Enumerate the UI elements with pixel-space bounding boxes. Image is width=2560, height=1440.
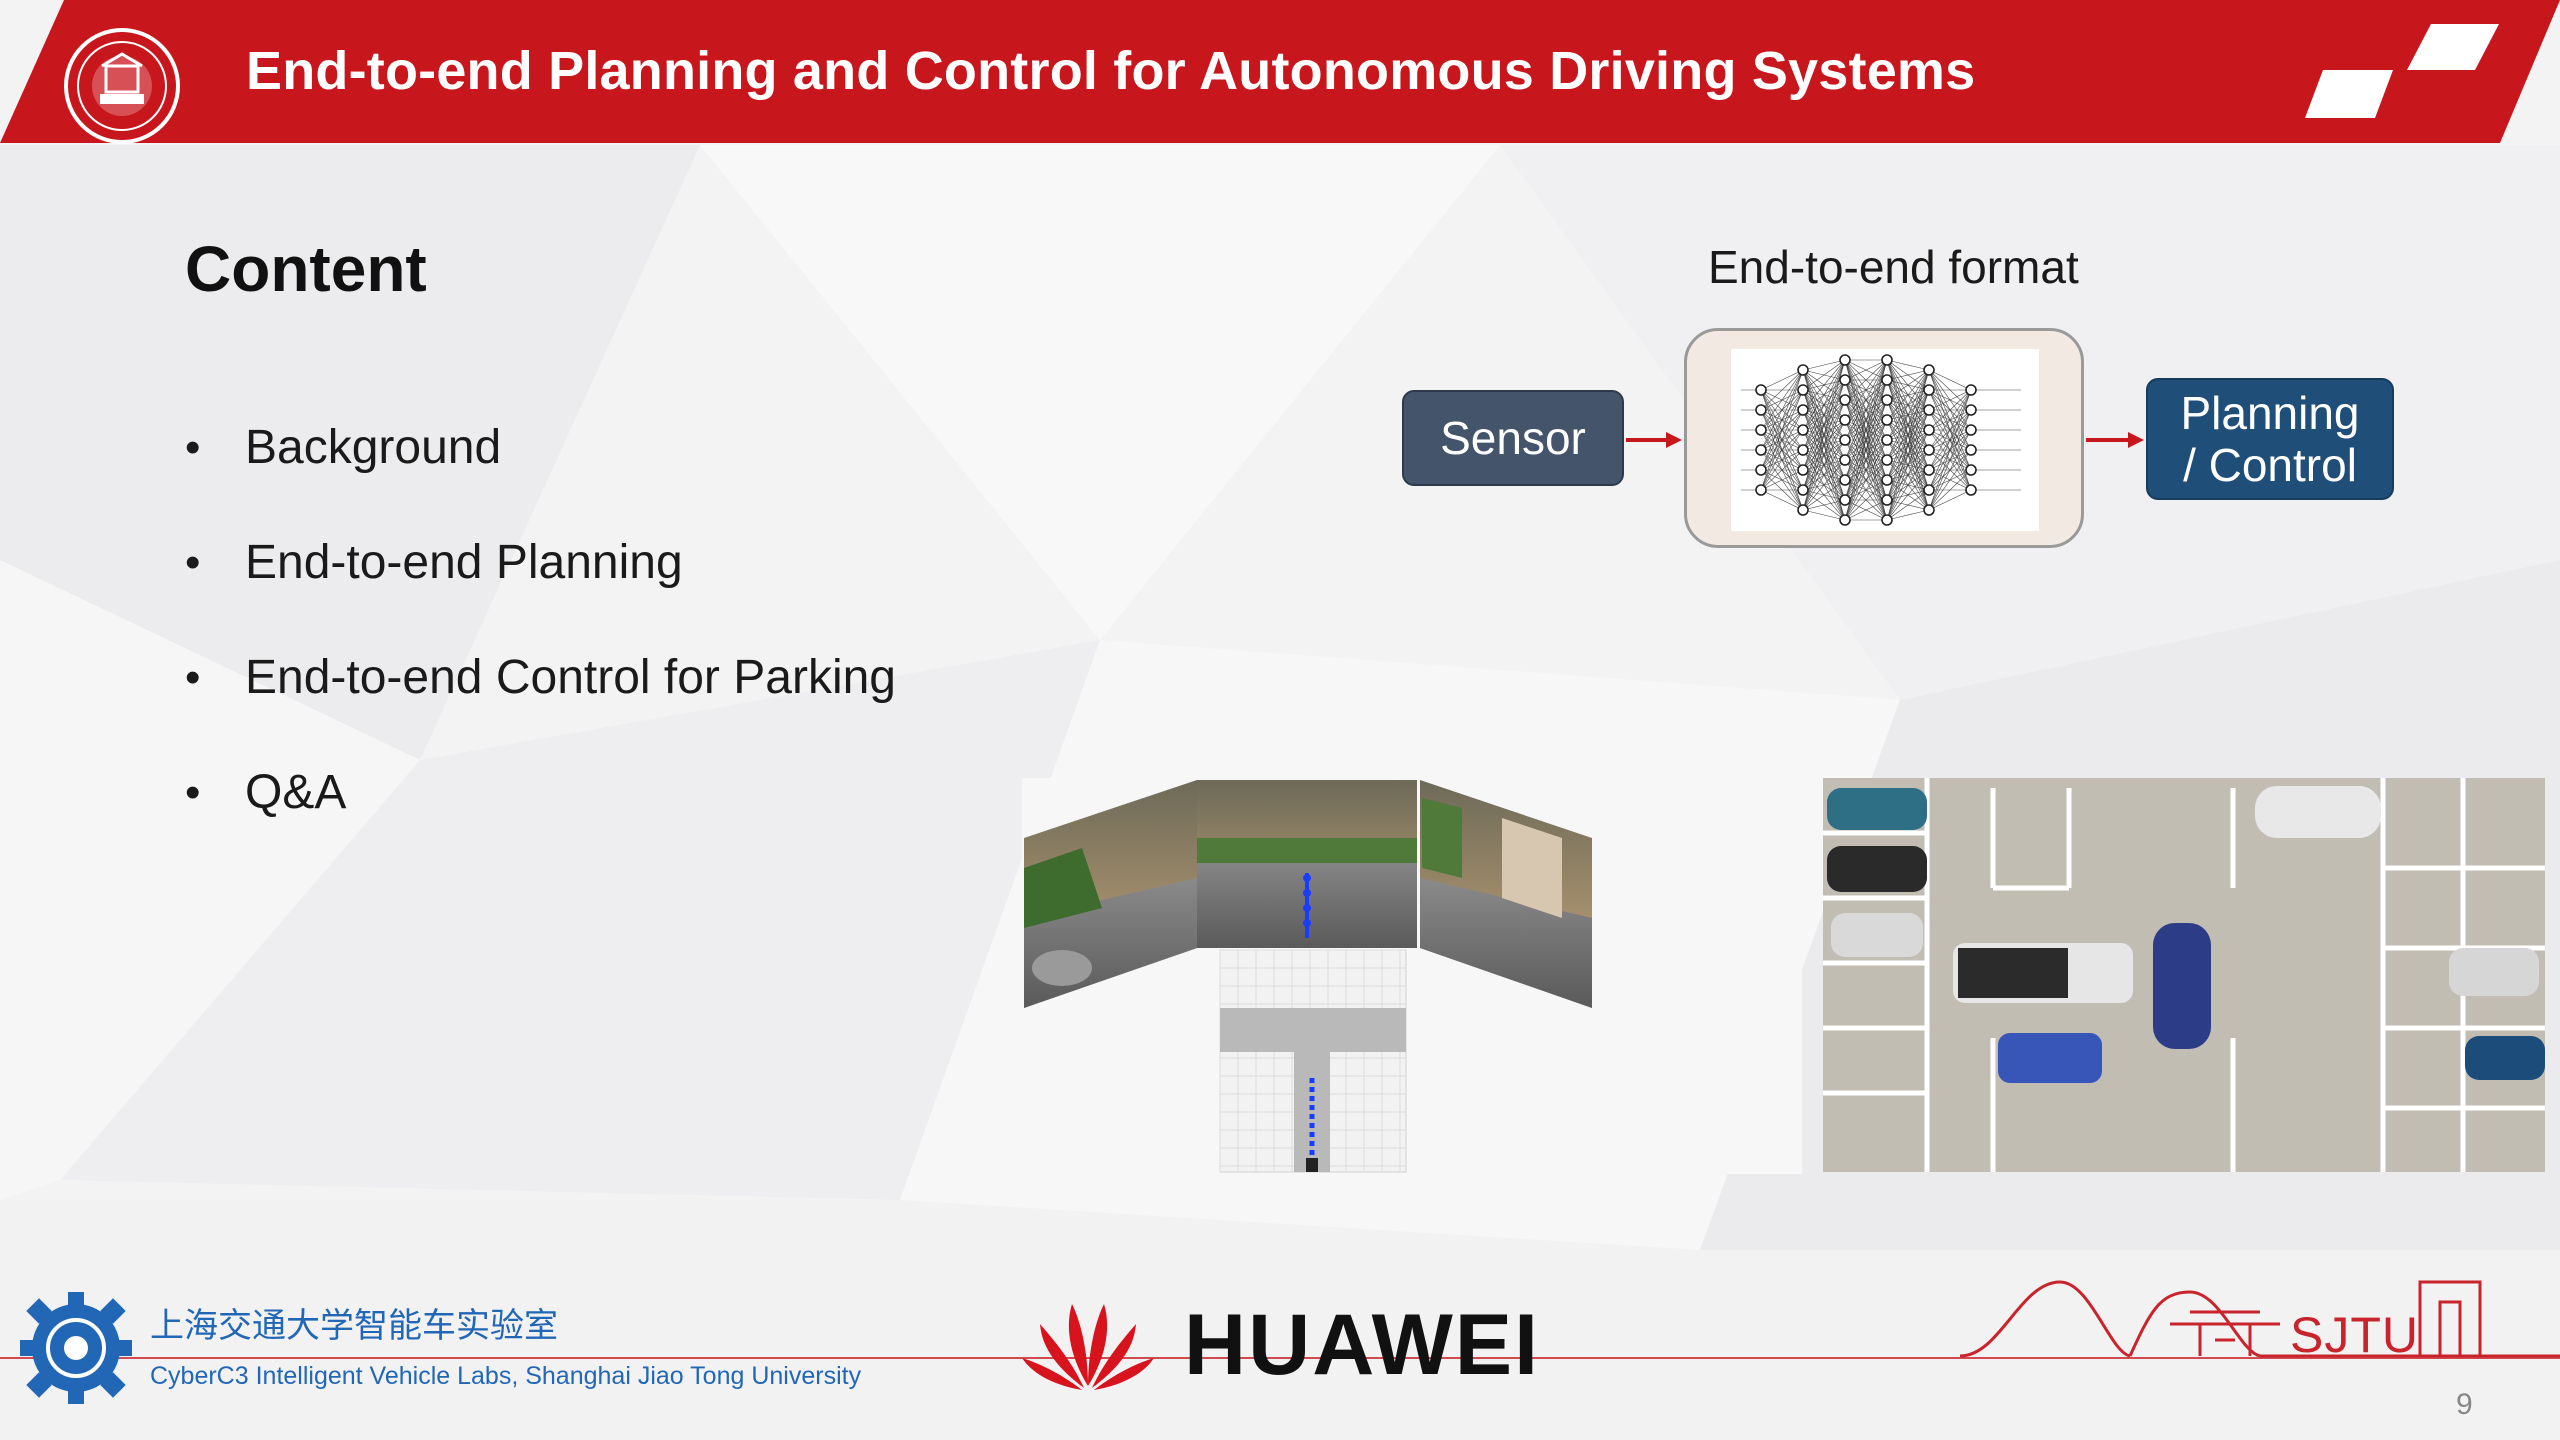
arrow-network-to-planning [2086,432,2144,448]
planning-control-box: Planning / Control [2146,378,2394,500]
page-number: 9 [2456,1388,2473,1421]
cyberc3-gear-logo-icon [20,1292,132,1404]
arrow-sensor-to-network [1626,432,1682,448]
agenda-item-background: Background [185,418,896,533]
parking-lot-topview-image [1823,778,2545,1172]
huawei-flower-logo-icon [1022,1304,1154,1390]
driving-simulation-views-image [1022,778,1802,1174]
partner-name: HUAWEI [1184,1297,1540,1393]
neural-network-box [1684,328,2084,548]
content-heading: Content [185,233,427,305]
lab-name-chinese: 上海交通大学智能车实验室 [150,1306,558,1346]
lab-name-english: CyberC3 Intelligent Vehicle Labs, Shangh… [150,1362,862,1390]
planning-label-line2: / Control [2183,439,2357,491]
footer-divider [0,1357,2560,1359]
sjtu-wordmark: SJTU [2290,1307,2419,1363]
slide-title: End-to-end Planning and Control for Auto… [246,41,1976,101]
agenda-item-end-to-end-control: End-to-end Control for Parking [185,648,896,763]
agenda-item-end-to-end-planning: End-to-end Planning [185,533,896,648]
header-bar [0,0,2560,143]
sensor-box: Sensor [1402,390,1624,486]
sjtu-gate-logo-icon [1960,1280,2560,1358]
neural-network-icon [1741,354,2021,526]
planning-label-line1: Planning [2180,387,2360,439]
agenda-list: Background End-to-end Planning End-to-en… [185,418,896,878]
sjtu-corner-logo-icon [2305,24,2499,118]
sensor-label: Sensor [1440,412,1586,464]
agenda-item-qa: Q&A [185,763,896,878]
diagram-title: End-to-end format [1708,241,2079,293]
sjtu-seal-icon [64,28,180,144]
